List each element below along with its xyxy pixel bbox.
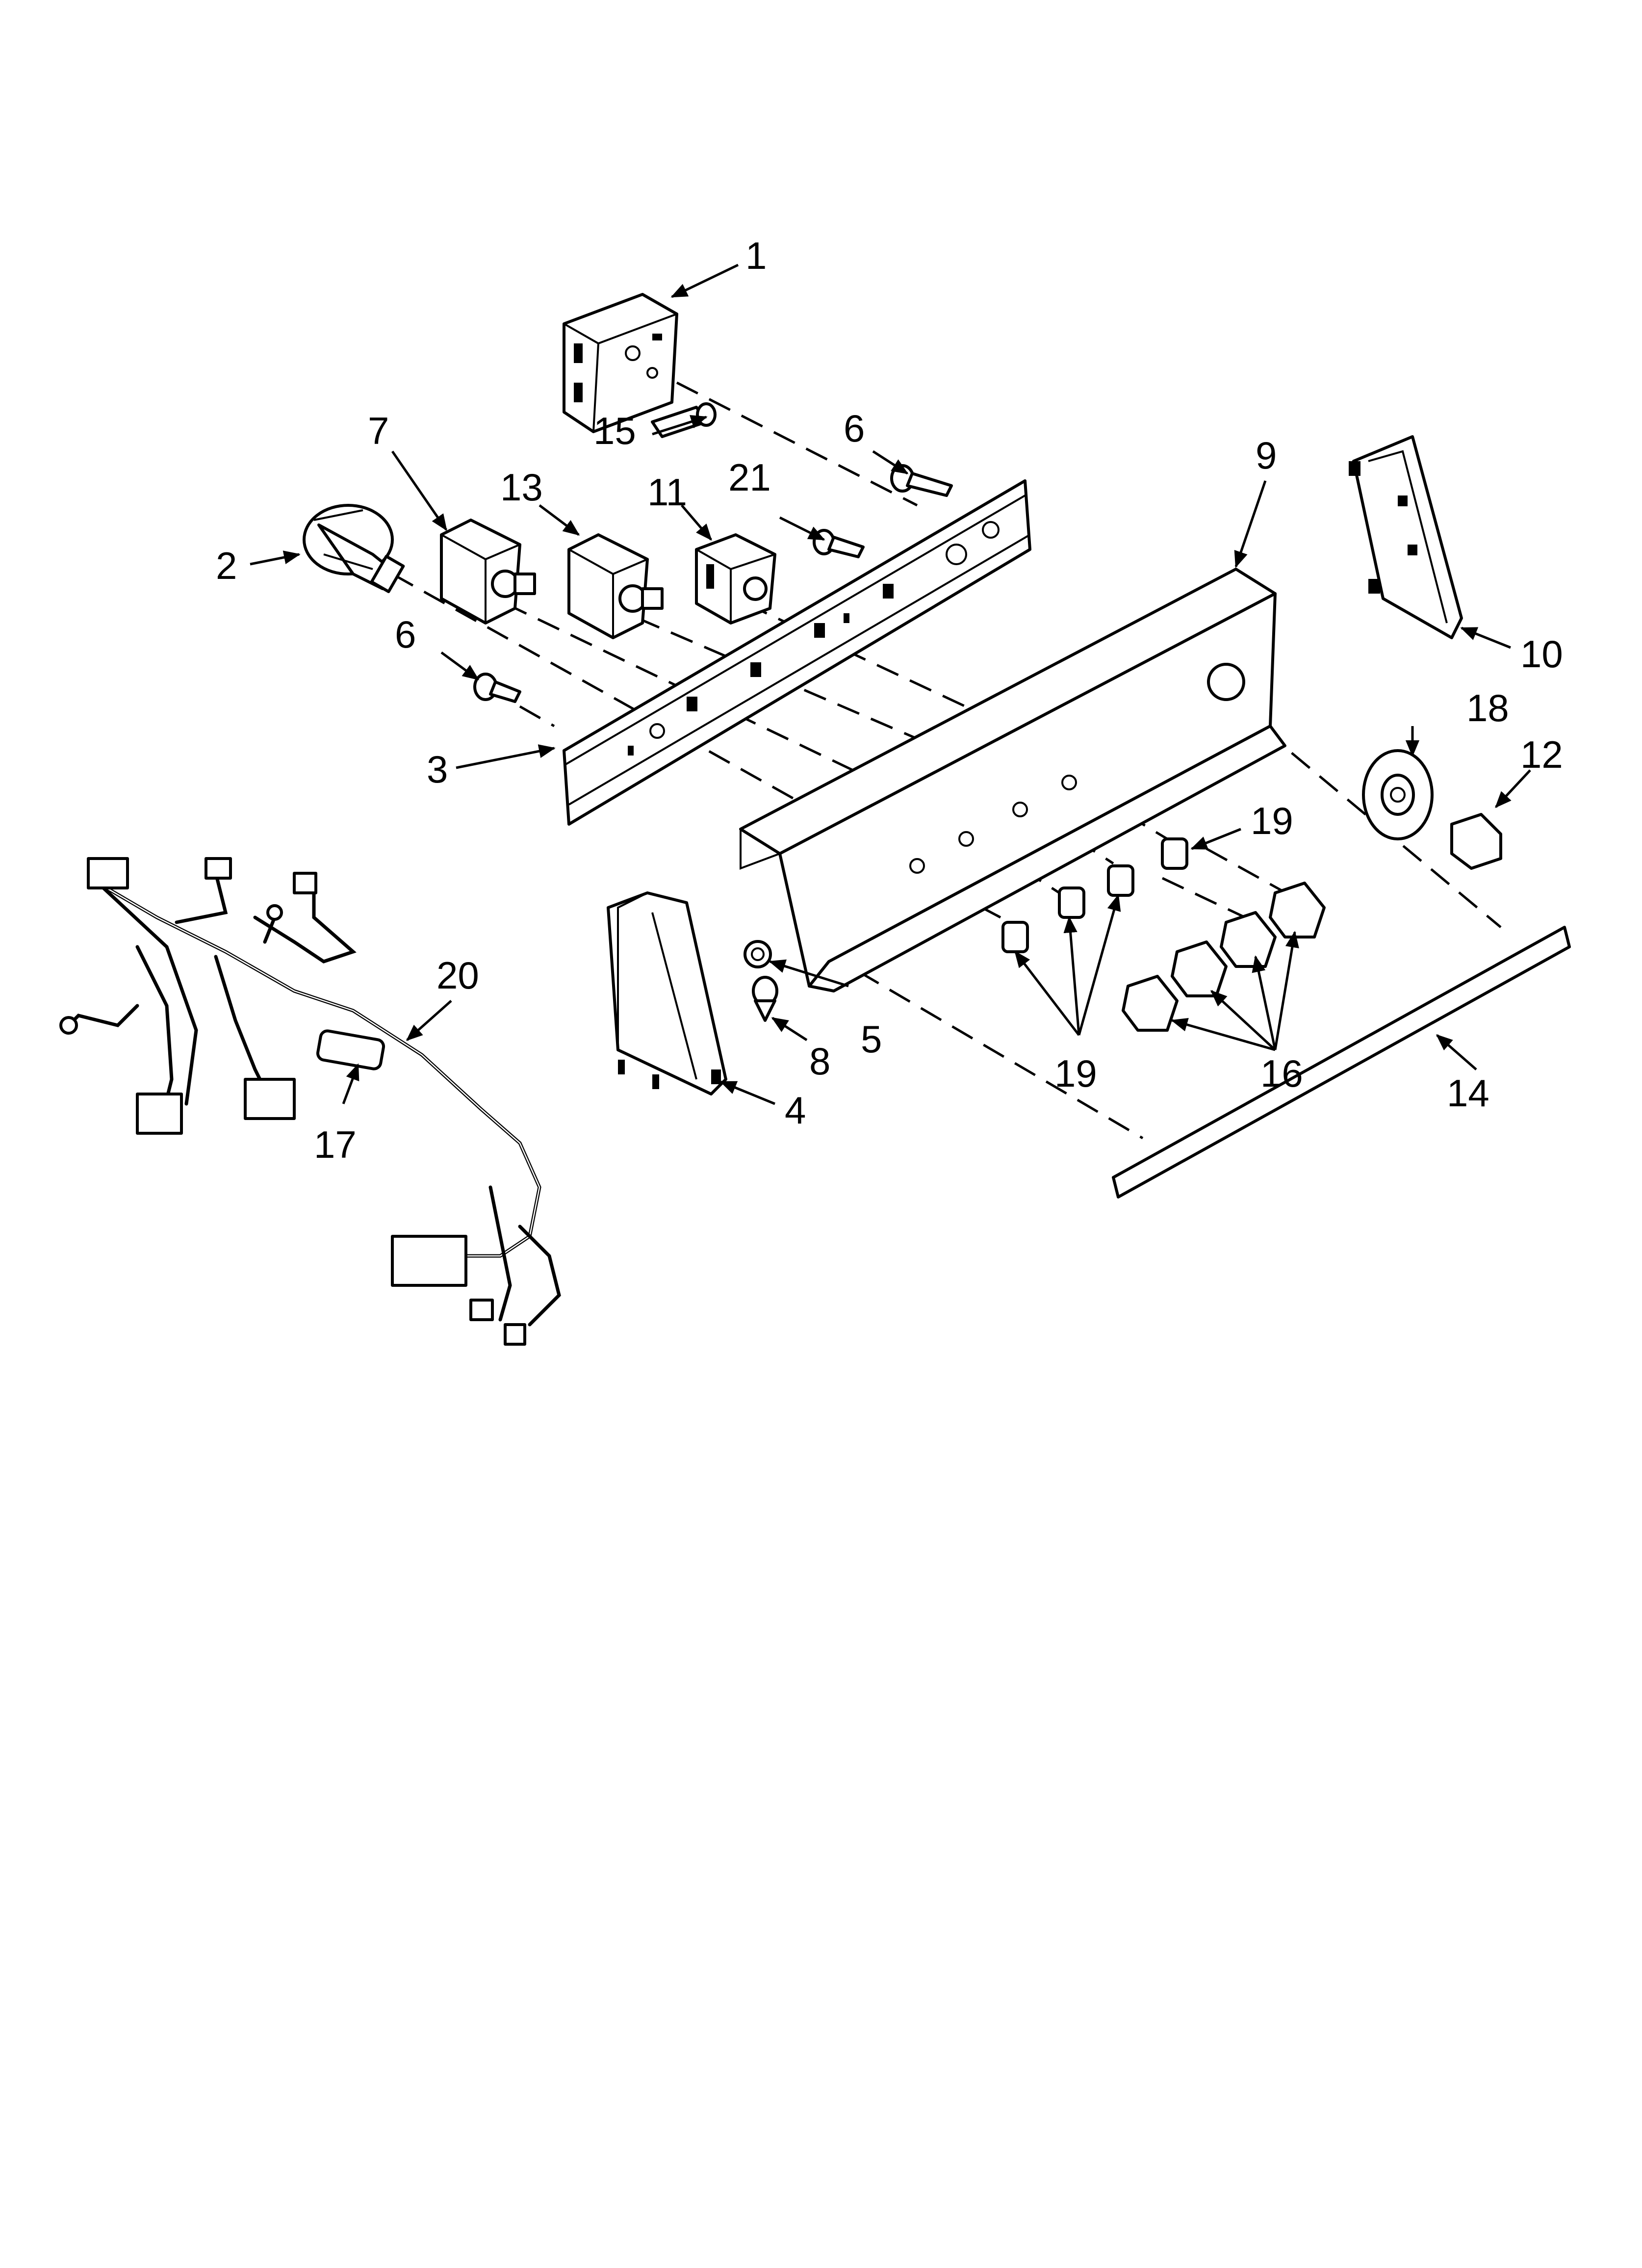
callout-17: 17 [314, 1123, 357, 1166]
part-8-screw [752, 976, 778, 1022]
part-6-screw-lower [473, 673, 521, 703]
callout-6-lower: 6 [395, 613, 416, 656]
part-12-knob [1450, 813, 1502, 870]
part-9-console [739, 568, 1286, 992]
part-7-switch [440, 519, 536, 625]
callout-16: 16 [1260, 1052, 1303, 1095]
part-18-knob-skirt [1362, 749, 1434, 840]
callout-15: 15 [593, 409, 636, 452]
callout-9: 9 [1256, 434, 1277, 477]
part-2-rotary-switch [303, 504, 405, 593]
callout-18: 18 [1466, 686, 1509, 730]
callout-20: 20 [436, 954, 479, 997]
part-20-wire-harness [59, 857, 561, 1346]
part-19-bushings [1001, 837, 1188, 953]
callout-21: 21 [728, 456, 771, 499]
callout-14: 14 [1447, 1071, 1489, 1115]
callout-19-lower: 19 [1054, 1052, 1097, 1095]
leader-arrows [250, 263, 1531, 1105]
part-10-right-endcap [1349, 435, 1463, 639]
callout-4: 4 [785, 1089, 806, 1132]
callout-13: 13 [500, 466, 543, 509]
callout-11: 11 [647, 470, 687, 514]
callout-1: 1 [745, 234, 767, 277]
part-14-trim-strip [1112, 926, 1571, 1199]
callout-6-upper: 6 [844, 407, 865, 450]
part-4-left-endcap [607, 891, 727, 1095]
callout-3: 3 [427, 748, 448, 791]
callout-12: 12 [1520, 733, 1563, 776]
callout-2: 2 [216, 544, 237, 587]
part-17-filter [316, 1029, 385, 1070]
callout-7: 7 [368, 409, 389, 452]
part-5-nut [744, 940, 772, 968]
callout-labels: 1 2 3 4 5 6 6 7 8 9 10 11 12 13 14 15 16… [216, 234, 1563, 1166]
callout-10: 10 [1520, 632, 1563, 676]
part-13-switch [567, 533, 664, 639]
part-3-control-bracket [563, 479, 1031, 826]
callout-8: 8 [809, 1040, 830, 1083]
part-21-screw [813, 529, 865, 558]
part-16-knobs [1122, 882, 1326, 1032]
callout-19-upper: 19 [1251, 799, 1293, 842]
callout-5: 5 [861, 1017, 882, 1061]
part-11-switch [695, 533, 776, 625]
part-1-timer [563, 293, 678, 433]
